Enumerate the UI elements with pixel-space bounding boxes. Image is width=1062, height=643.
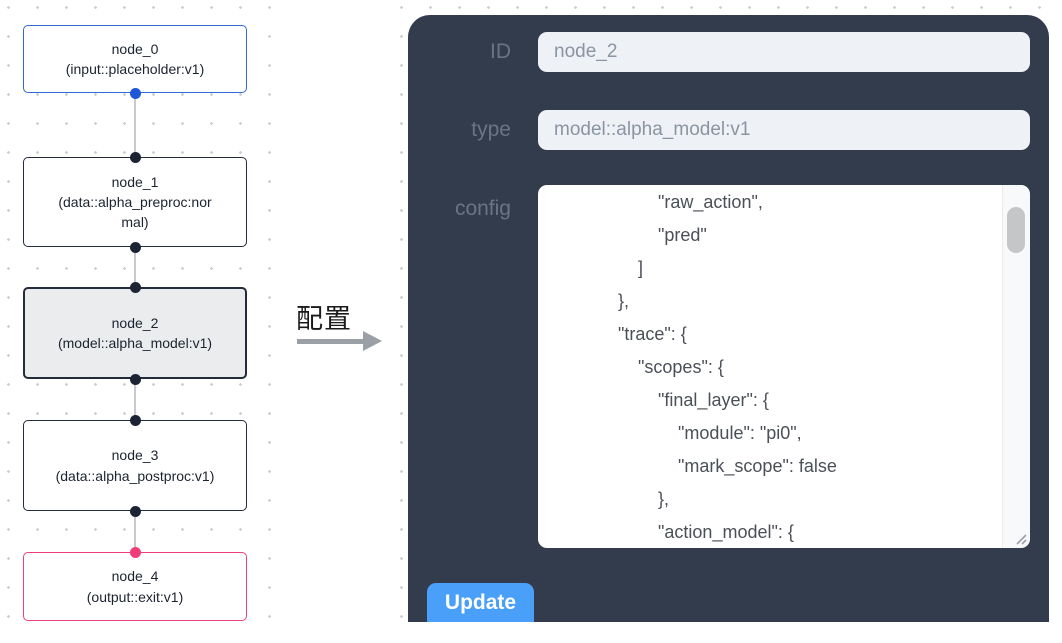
- arrow-head: [363, 331, 382, 351]
- type-input[interactable]: [538, 110, 1030, 150]
- node-config-panel: ID type config "raw_action", "pred" ] },…: [408, 15, 1049, 622]
- node-label-node_1: node_1 (data::alpha_preproc:normal): [58, 173, 212, 230]
- config-field-label: config: [454, 197, 511, 220]
- port-node_2-out[interactable]: [129, 373, 141, 385]
- port-node_0-out[interactable]: [129, 87, 141, 99]
- config-scrollbar[interactable]: [1002, 185, 1030, 548]
- port-node_4-in[interactable]: [129, 546, 141, 558]
- edge-node_0-node_1: [134, 93, 136, 157]
- port-node_1-in[interactable]: [129, 151, 141, 163]
- arrow-shaft: [297, 339, 365, 344]
- config-json-text: "raw_action", "pred" ] }, "trace": { "sc…: [618, 192, 837, 542]
- pipeline-graph: node_0 (input::placeholder:v1) node_1 (d…: [0, 0, 282, 643]
- node-label-node_3: node_3 (data::alpha_postproc:v1): [55, 447, 215, 484]
- graph-node-node_2-selected[interactable]: node_2 (model::alpha_model:v1): [23, 287, 247, 379]
- transfer-label: 配置: [296, 304, 352, 334]
- edge-node_1-node_2: [134, 247, 136, 287]
- id-field-label: ID: [490, 40, 511, 63]
- edge-node_2-node_3: [134, 379, 136, 420]
- update-button[interactable]: Update: [427, 583, 534, 622]
- config-scrollbar-thumb[interactable]: [1007, 207, 1025, 253]
- node-label-node_4: node_4 (output::exit:v1): [86, 568, 184, 605]
- textarea-resize-handle-icon[interactable]: [1013, 531, 1027, 545]
- port-node_2-in[interactable]: [129, 281, 141, 293]
- type-field-label: type: [471, 118, 511, 141]
- port-node_3-in[interactable]: [129, 414, 141, 426]
- graph-node-node_0[interactable]: node_0 (input::placeholder:v1): [23, 25, 247, 93]
- node-label-node_2: node_2 (model::alpha_model:v1): [57, 314, 213, 351]
- edge-node_3-node_4: [134, 511, 136, 552]
- node-label-node_0: node_0 (input::placeholder:v1): [65, 40, 205, 77]
- id-input[interactable]: [538, 32, 1030, 72]
- graph-node-node_1[interactable]: node_1 (data::alpha_preproc:normal): [23, 157, 247, 247]
- config-textarea[interactable]: "raw_action", "pred" ] }, "trace": { "sc…: [538, 185, 1030, 548]
- port-node_3-out[interactable]: [129, 505, 141, 517]
- arrow-right-icon: [297, 331, 385, 351]
- graph-node-node_3[interactable]: node_3 (data::alpha_postproc:v1): [23, 420, 247, 511]
- transfer-annotation: 配置: [290, 295, 390, 360]
- graph-node-node_4[interactable]: node_4 (output::exit:v1): [23, 552, 247, 621]
- port-node_1-out[interactable]: [129, 241, 141, 253]
